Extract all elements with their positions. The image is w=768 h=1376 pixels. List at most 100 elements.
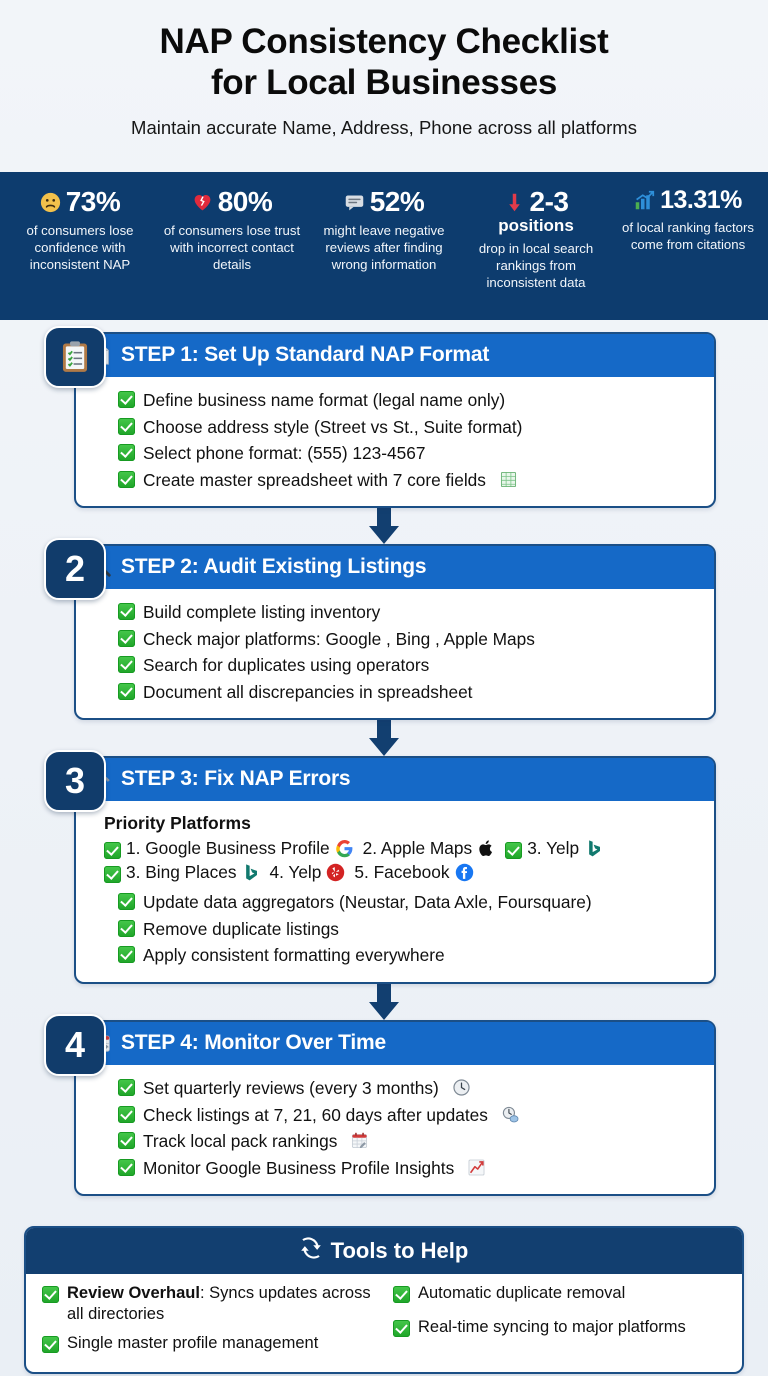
tools-item[interactable]: Automatic duplicate removal xyxy=(393,1283,730,1304)
yelp-logo xyxy=(326,863,345,882)
priority-platform-label: 3. Bing Places xyxy=(126,862,237,883)
checklist-item[interactable]: Select phone format: (555) 123-4567 xyxy=(118,441,698,466)
checklist-item-label: Search for duplicates using operators xyxy=(143,655,430,676)
stat-value: 52% xyxy=(369,186,425,217)
stat-item: 73%of consumers lose confidence with inc… xyxy=(4,186,156,274)
stat-description: of consumers lose confidence with incons… xyxy=(26,223,134,272)
step-badge: 2 xyxy=(44,538,106,601)
stat-value-row: 13.31% xyxy=(616,186,760,215)
frowning-face-icon xyxy=(40,192,61,213)
checklist-item[interactable]: Build complete listing inventory xyxy=(118,600,698,625)
checklist-item-label: Remove duplicate listings xyxy=(143,918,339,939)
down-arrow-icon xyxy=(504,192,525,213)
priority-platforms-heading: Priority Platforms xyxy=(104,813,251,834)
checkbox-checked-icon xyxy=(118,682,135,700)
checklist-item[interactable]: Define business name format (legal name … xyxy=(118,388,698,413)
priority-platform-label: 2. Apple Maps xyxy=(362,838,473,859)
priority-platform-item: 5. Facebook xyxy=(354,862,473,883)
checkbox-checked-icon xyxy=(42,1286,59,1303)
checklist-item[interactable]: Search for duplicates using operators xyxy=(118,653,698,678)
checklist-item-label: Check major platforms: Google , Bing , A… xyxy=(143,628,535,649)
priority-platform-item: 2. Apple Maps xyxy=(363,838,497,859)
stat-value: 2-3 xyxy=(529,186,569,217)
bar-chart-icon xyxy=(634,190,655,211)
bing-logo xyxy=(241,863,260,882)
checklist-item[interactable]: Update data aggregators (Neustar, Data A… xyxy=(118,890,698,915)
priority-platform-row: 3. Bing Places 4. Yelp 5. Facebook xyxy=(104,862,698,883)
checkbox-checked-icon xyxy=(118,629,135,647)
checklist-item[interactable]: Choose address style (Street vs St., Sui… xyxy=(118,415,698,440)
priority-platform-item: 3. Yelp xyxy=(505,838,603,859)
step-number: 4 xyxy=(64,1024,86,1066)
stat-description: of local ranking factors come from citat… xyxy=(622,220,754,252)
checkbox-checked-icon xyxy=(393,1286,410,1303)
tools-item-label: Review Overhaul: Syncs updates across al… xyxy=(67,1283,379,1326)
checklist-item[interactable]: Set quarterly reviews (every 3 months) xyxy=(118,1076,698,1101)
step-title: STEP 3: Fix NAP Errors xyxy=(121,767,351,791)
checkbox-checked-icon xyxy=(118,946,135,964)
checkbox-checked-icon xyxy=(118,417,135,435)
tools-item[interactable]: Real-time syncing to major platforms xyxy=(393,1317,730,1338)
checkbox-checked-icon xyxy=(118,919,135,937)
checklist-item[interactable]: Create master spreadsheet with 7 core fi… xyxy=(118,468,698,493)
tools-to-help-card: Tools to Help Review Overhaul: Syncs upd… xyxy=(24,1226,744,1375)
step-title: STEP 4: Monitor Over Time xyxy=(121,1031,386,1055)
stat-value-row: 2-3 xyxy=(464,186,608,218)
statistics-bar: 73%of consumers lose confidence with inc… xyxy=(0,172,768,320)
checklist-item[interactable]: Apply consistent formatting everywhere xyxy=(118,943,698,968)
checkbox-checked-icon xyxy=(118,603,135,621)
clock-icon xyxy=(452,1078,471,1097)
checkbox-checked-icon xyxy=(42,1335,59,1353)
checklist-item[interactable]: Monitor Google Business Profile Insights xyxy=(118,1156,698,1181)
checklist-item[interactable]: Document all discrepancies in spreadshee… xyxy=(118,680,698,705)
flow-arrow-down-icon xyxy=(0,720,768,757)
stat-value: 80% xyxy=(217,186,273,217)
tools-card-title: Tools to Help xyxy=(330,1237,469,1263)
priority-platform-item: 1. Google Business Profile xyxy=(104,838,354,859)
header: NAP Consistency Checklist for Local Busi… xyxy=(0,0,768,139)
checklist-item-label: Check listings at 7, 21, 60 days after u… xyxy=(143,1104,488,1125)
priority-platform-label: 4. Yelp xyxy=(269,862,322,883)
checklist-item[interactable]: Track local pack rankings xyxy=(118,1129,698,1154)
step-card-body: Define business name format (legal name … xyxy=(76,377,714,506)
stat-item: 13.31% of local ranking factors come from… xyxy=(612,186,764,254)
checklist-item-label: Document all discrepancies in spreadshee… xyxy=(143,681,473,702)
checkbox-checked-icon xyxy=(118,391,135,408)
tools-item[interactable]: Review Overhaul: Syncs updates across al… xyxy=(42,1283,379,1326)
flow-arrow-down-icon xyxy=(0,984,768,1021)
priority-platform-row: 1. Google Business Profile 2. Apple Maps 3… xyxy=(104,838,698,859)
priority-platform-item: 4. Yelp xyxy=(269,862,345,883)
step-number: 2 xyxy=(64,548,86,590)
checklist-item[interactable]: Check major platforms: Google , Bing , A… xyxy=(118,627,698,652)
tools-item[interactable]: Single master profile management xyxy=(42,1333,379,1354)
step-number: 3 xyxy=(64,760,86,802)
priority-platform-label: 1. Google Business Profile xyxy=(126,838,330,859)
tools-column-left: Review Overhaul: Syncs updates across al… xyxy=(42,1283,379,1361)
flow-arrow-down-icon xyxy=(0,508,768,545)
tools-item-label: Automatic duplicate removal xyxy=(418,1284,626,1302)
tools-card-header: Tools to Help xyxy=(26,1228,742,1274)
step-card-header: STEP 2: Audit Existing Listings xyxy=(76,546,714,590)
checklist-item-label: Define business name format (legal name … xyxy=(143,390,506,410)
step-card-body: Set quarterly reviews (every 3 months) Ch… xyxy=(76,1065,714,1194)
sync-arrows-icon xyxy=(300,1237,322,1264)
checkbox-checked-icon xyxy=(118,1105,135,1123)
tools-item-text: : Syncs updates across all directories xyxy=(67,1284,371,1324)
page-title-line2: for Local Businesses xyxy=(210,62,558,102)
stat-description: drop in local search rankings from incon… xyxy=(478,241,594,290)
step-card-body: Priority Platforms 1. Google Business Pro… xyxy=(76,801,714,982)
checklist-item[interactable]: Check listings at 7, 21, 60 days after u… xyxy=(118,1103,698,1128)
checklist-item-label: Set quarterly reviews (every 3 months) xyxy=(143,1078,439,1099)
checklist-item[interactable]: Remove duplicate listings xyxy=(118,917,698,942)
checkbox-checked-icon xyxy=(118,893,135,911)
priority-platform-label: 5. Facebook xyxy=(354,862,450,883)
checkbox-checked-icon xyxy=(118,470,135,488)
checkbox-checked-icon xyxy=(505,841,523,859)
